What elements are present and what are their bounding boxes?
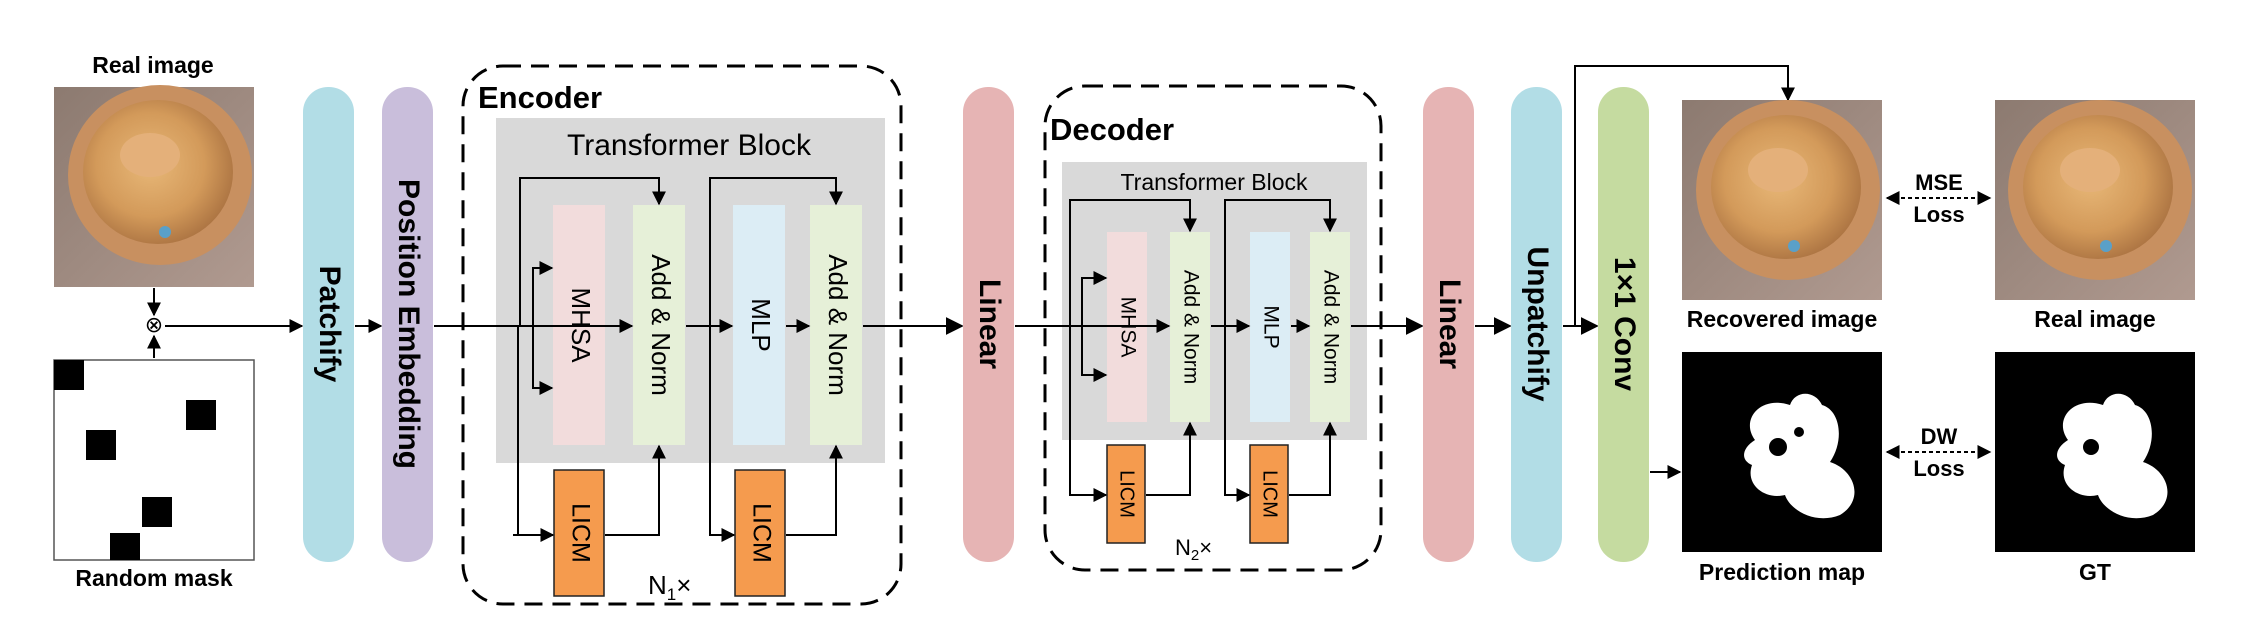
decoder-mlp [1250, 232, 1290, 422]
position-embedding-label: Position Embedding [392, 179, 425, 469]
linear-1-label: Linear [973, 279, 1006, 369]
encoder-title: Encoder [478, 80, 602, 115]
encoder-licm-2-label: LICM [747, 503, 775, 563]
encoder-mlp-label: MLP [746, 298, 776, 351]
mse-loss-bottom: Loss [1913, 202, 1964, 227]
decoder-licm-2-label: LICM [1259, 470, 1281, 518]
conv-label: 1×1 Conv [1608, 257, 1641, 392]
linear-1-module [963, 87, 1014, 562]
decoder-add-norm-2 [1310, 232, 1350, 422]
real-image-label: Real image [92, 52, 213, 78]
patchify-module [303, 87, 354, 562]
encoder-add-norm-1 [633, 205, 685, 445]
linear-2-module [1423, 87, 1474, 562]
decoder-frame [1043, 84, 1383, 572]
decoder-title: Decoder [1050, 112, 1174, 147]
encoder-repeat: N1× [648, 570, 691, 604]
linear-2-label: Linear [1433, 279, 1466, 369]
decoder-add-norm-1 [1170, 232, 1210, 422]
unpatchify-label: Unpatchify [1521, 246, 1554, 401]
gt-label: GT [2079, 559, 2111, 585]
prediction-map [1682, 352, 1882, 552]
dw-loss-bottom: Loss [1913, 456, 1964, 481]
encoder-add-norm-2 [810, 205, 862, 445]
decoder-repeat: N2× [1175, 535, 1212, 564]
conv-module [1598, 87, 1649, 562]
decoder-licm-1-label: LICM [1116, 470, 1138, 518]
encoder-licm-2 [734, 469, 786, 597]
decoder-add-norm-2-label: Add & Norm [1319, 270, 1342, 384]
unpatchify-module [1511, 87, 1562, 562]
recovered-image-label: Recovered image [1687, 306, 1877, 332]
encoder-licm-1-label: LICM [566, 503, 594, 563]
encoder-mlp [733, 205, 785, 445]
decoder-block-title: Transformer Block [1120, 169, 1308, 195]
multiply-symbol: ⊗ [145, 312, 163, 337]
real-image-photo [54, 85, 254, 287]
prediction-map-label: Prediction map [1699, 559, 1865, 585]
encoder-frame [461, 64, 903, 606]
real-image-output-photo [1995, 100, 2195, 300]
decoder-mlp-label: MLP [1259, 305, 1282, 348]
random-mask [53, 359, 255, 561]
encoder-add-norm-2-label: Add & Norm [823, 254, 853, 396]
dw-loss-top: DW [1921, 424, 1958, 449]
decoder-add-norm-1-label: Add & Norm [1179, 270, 1202, 384]
gt-map [1995, 352, 2195, 552]
encoder-add-norm-1-label: Add & Norm [646, 254, 676, 396]
decoder-licm-2 [1249, 444, 1289, 544]
decoder-licm-1 [1106, 444, 1146, 544]
position-embedding-module [382, 87, 433, 562]
mse-loss-top: MSE [1915, 170, 1963, 195]
real-image-output-label: Real image [2034, 306, 2155, 332]
random-mask-label: Random mask [75, 565, 232, 591]
recovered-image-photo [1682, 100, 1882, 300]
encoder-block-title: Transformer Block [567, 129, 812, 162]
encoder-licm-1 [553, 469, 605, 597]
patchify-label: Patchify [313, 266, 346, 383]
